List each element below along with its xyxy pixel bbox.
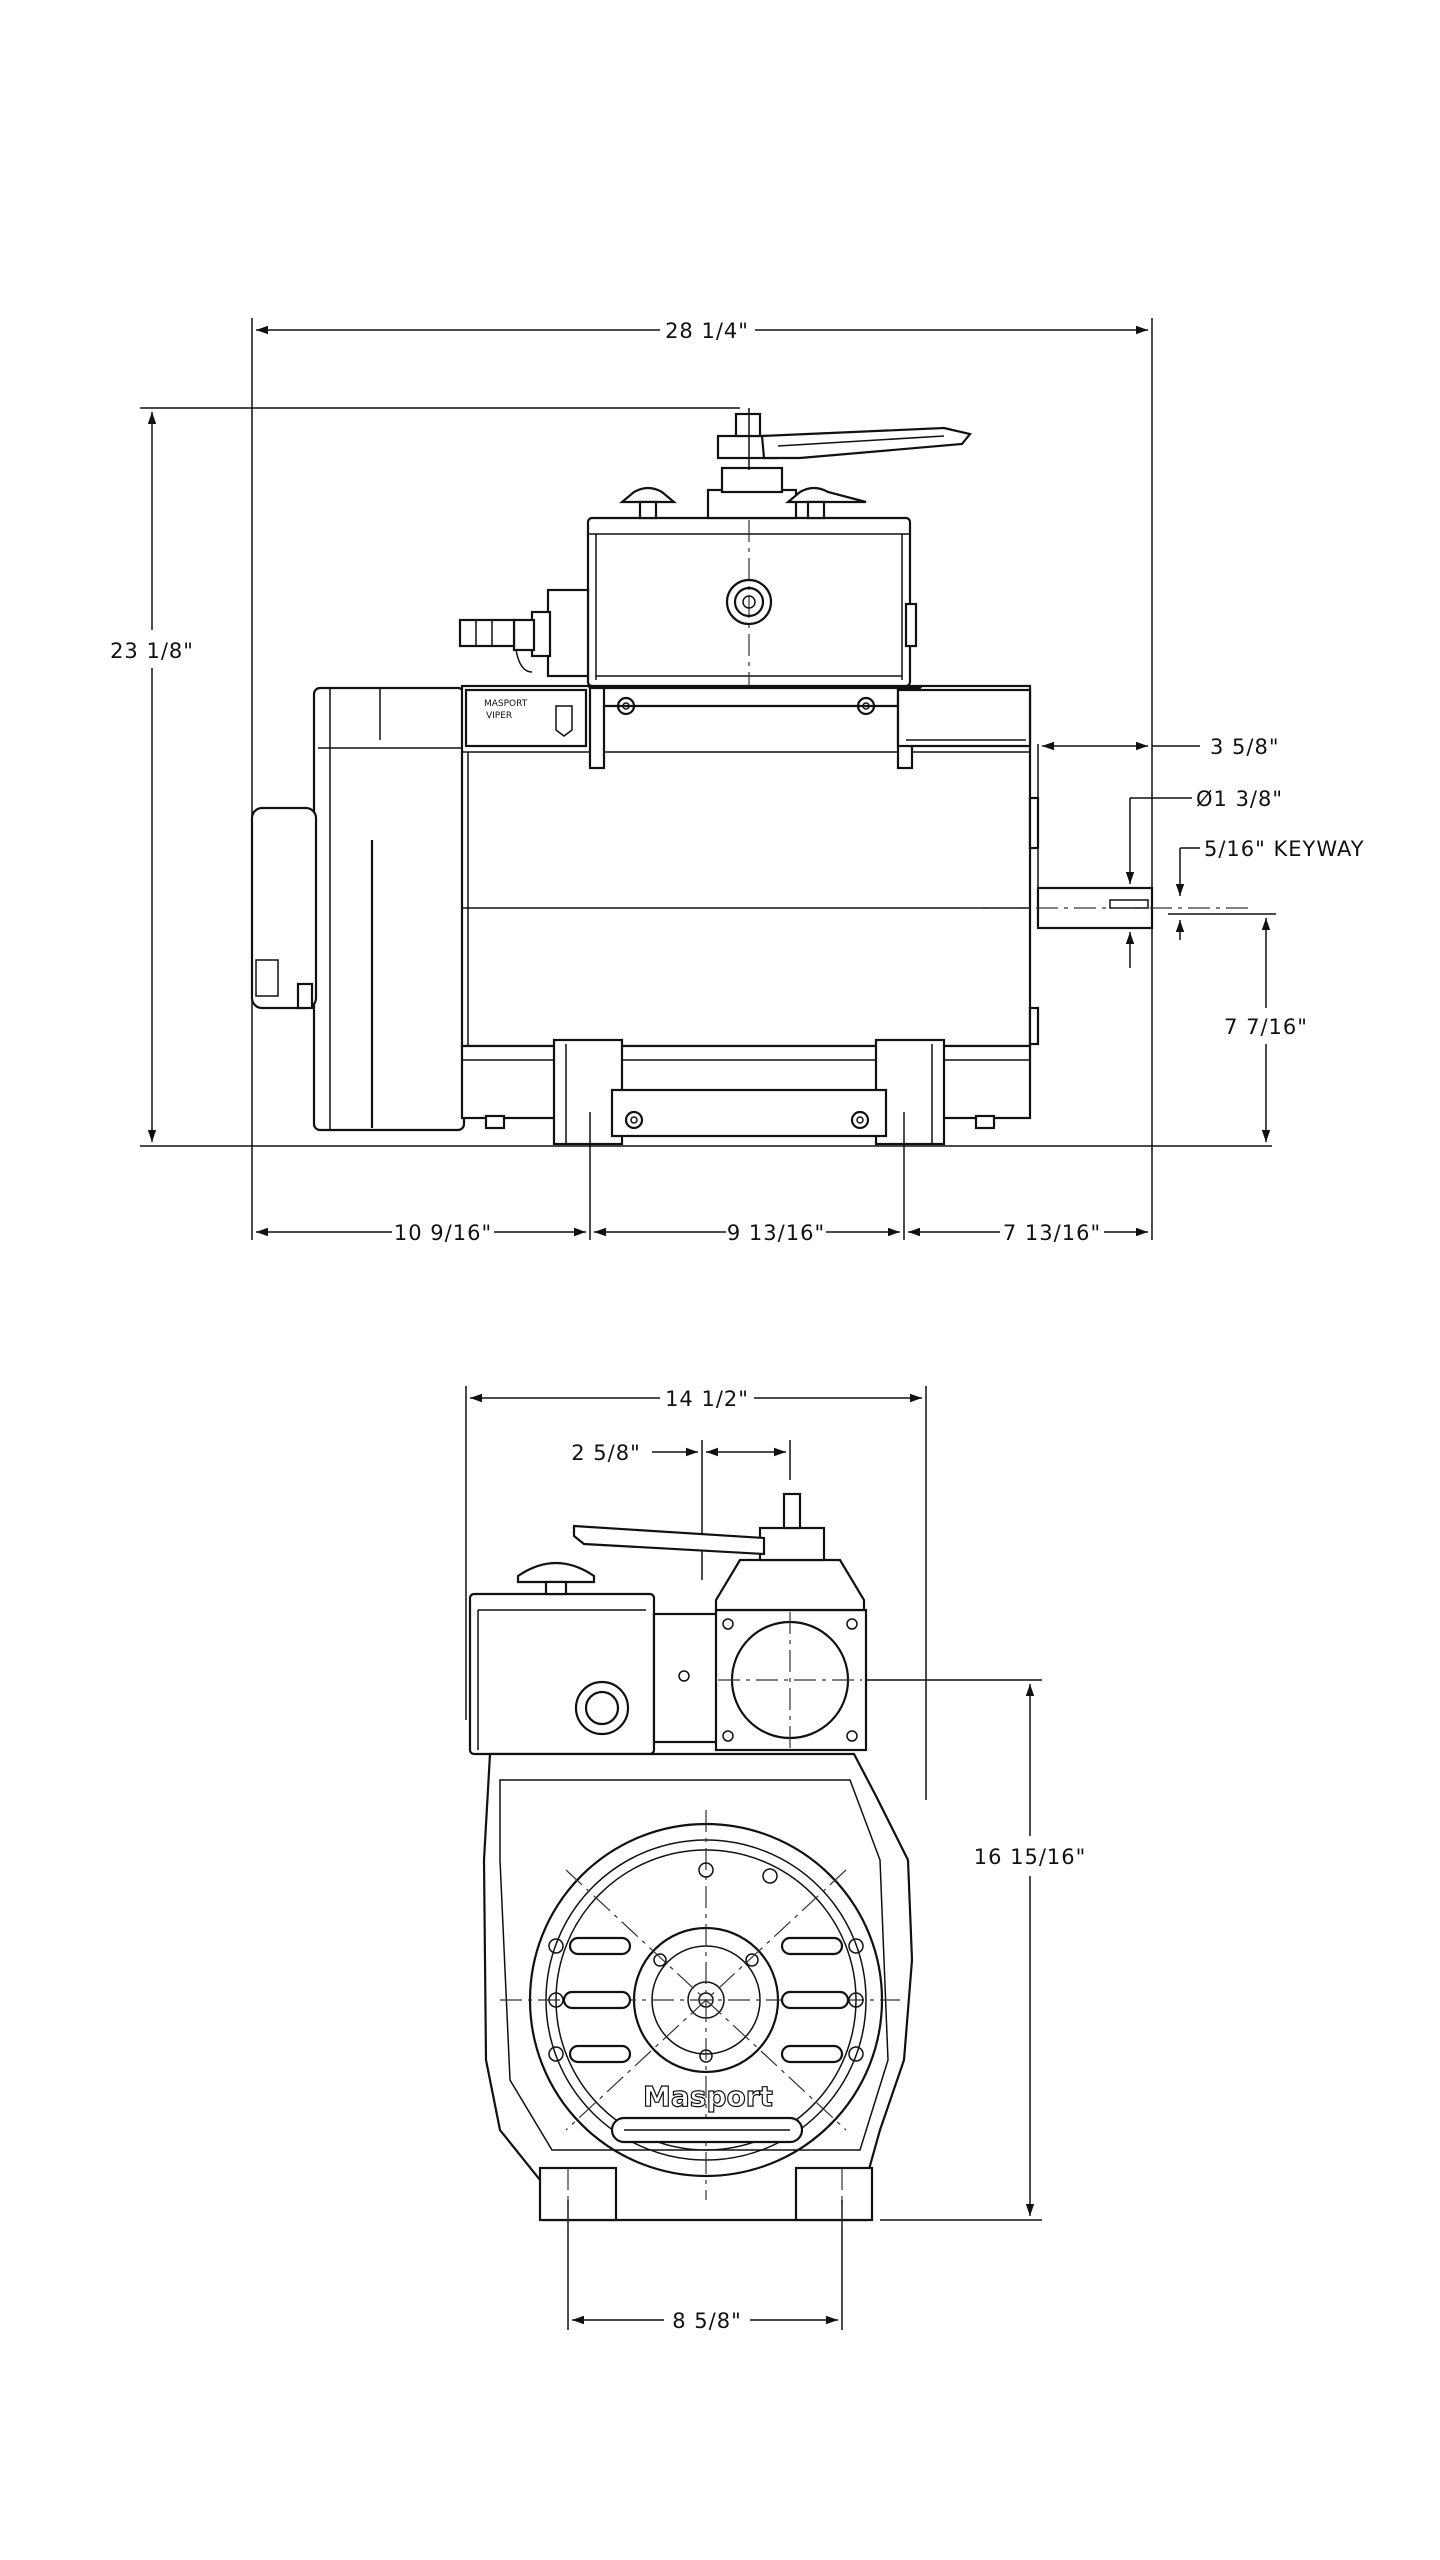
svg-text:VIPER: VIPER <box>486 711 512 721</box>
dim-end-height: 16 15/16" <box>860 1679 1087 2221</box>
dim-base: 10 9/16" 9 13/16" 7 13/16" <box>256 1112 1148 1245</box>
end-height-label: 16 15/16" <box>974 1845 1087 1869</box>
overall-height-label: 23 1/8" <box>110 639 194 663</box>
top-controls <box>618 408 972 520</box>
shaft-diameter-label: Ø1 3/8" <box>1196 787 1283 811</box>
side-view: 28 1/4" 23 1/8" <box>110 318 1364 1245</box>
dim-overall-height: 23 1/8" <box>110 407 1272 1147</box>
fan-cowl <box>250 686 466 1132</box>
gearbox-supports <box>587 686 1032 770</box>
end-valve-housing <box>468 1492 868 1756</box>
shaft-height-label: 7 7/16" <box>1224 1015 1308 1039</box>
dim-foot-spacing: 8 5/8" <box>567 2168 843 2333</box>
offset-label: 2 5/8" <box>571 1441 641 1465</box>
end-pump-body <box>482 1752 914 2222</box>
svg-text:MASPORT: MASPORT <box>484 699 528 709</box>
dim-shaft-diameter: Ø1 3/8" <box>1125 787 1283 968</box>
dim-offset: 2 5/8" <box>571 1440 791 1580</box>
base-dim-1-label: 10 9/16" <box>394 1221 492 1245</box>
keyway-label: 5/16" KEYWAY <box>1204 837 1365 861</box>
shaft <box>960 886 1250 930</box>
base-dim-2-label: 9 13/16" <box>727 1221 825 1245</box>
nameplate: MASPORT VIPER <box>464 688 588 748</box>
overall-length-label: 28 1/4" <box>665 319 749 343</box>
foot-spacing-label: 8 5/8" <box>672 2309 742 2333</box>
dim-shaft-height: 7 7/16" <box>1168 913 1308 1142</box>
cooling-fins <box>548 1862 864 2144</box>
inlet-nozzle <box>458 588 590 678</box>
overall-width-label: 14 1/2" <box>665 1387 749 1411</box>
dim-overall-length: 28 1/4" <box>251 318 1153 1240</box>
shaft-extension-label: 3 5/8" <box>1210 735 1280 759</box>
dim-overall-width: 14 1/2" <box>465 1386 927 1800</box>
brand-logo: Masport <box>643 2080 773 2113</box>
valve-housing <box>586 516 918 688</box>
dim-shaft-extension: 3 5/8" <box>1037 735 1280 888</box>
base-dim-3-label: 7 13/16" <box>1003 1221 1101 1245</box>
dim-keyway: 5/16" KEYWAY <box>1175 837 1365 940</box>
end-view: 14 1/2" 2 5/8" 16 15/16" <box>465 1386 1087 2333</box>
motor-body <box>460 684 1040 1146</box>
